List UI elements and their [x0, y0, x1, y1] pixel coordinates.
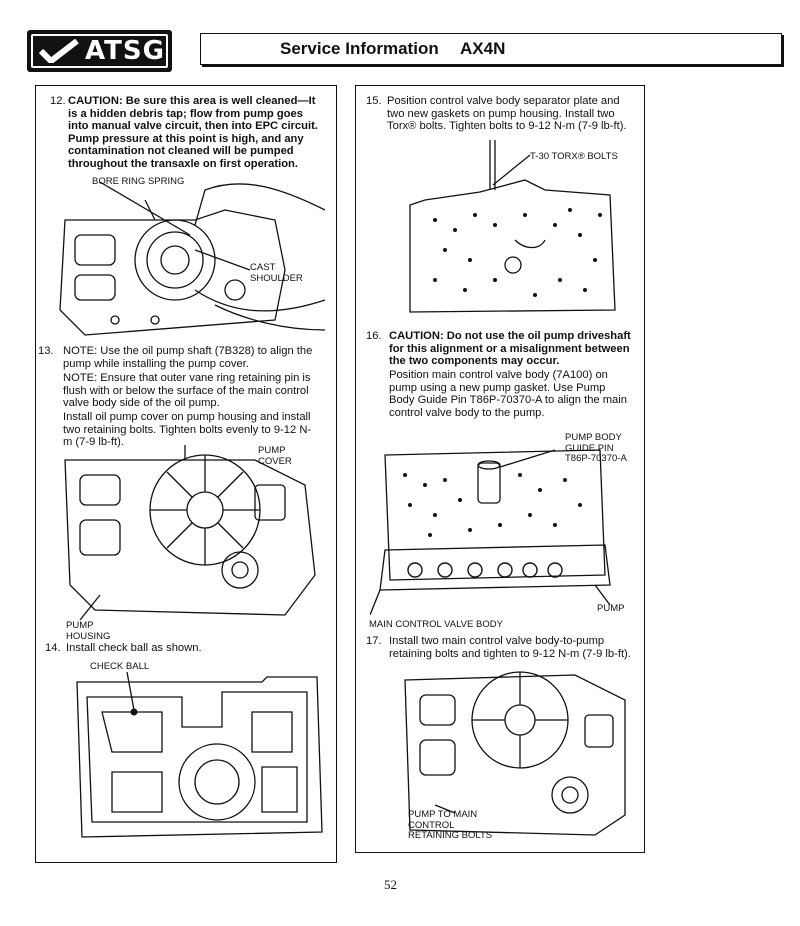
- label-pump-body-guide-pin: PUMP BODY GUIDE PIN T86P-70370-A: [565, 432, 627, 464]
- main-control-valve-figure: [370, 449, 611, 615]
- label-pump-cover: PUMP COVER: [258, 445, 292, 467]
- header-model: AX4N: [460, 39, 506, 58]
- check-mark-icon: [39, 39, 79, 63]
- label-pump-housing: PUMP HOUSING: [66, 620, 111, 642]
- logo-text: ATSG: [85, 36, 165, 66]
- page-number: 52: [384, 877, 397, 892]
- step-13-instruction: Install oil pump cover on pump housing a…: [63, 411, 312, 449]
- atsg-logo: ATSG: [27, 30, 172, 72]
- header-box: [200, 33, 782, 65]
- label-check-ball: CHECK BALL: [90, 661, 150, 672]
- pump-cover-figure: [64, 445, 316, 620]
- label-cast-shoulder: CAST SHOULDER: [250, 262, 303, 284]
- step-12-caution: CAUTION: Be sure this area is well clean…: [68, 95, 318, 170]
- bore-ring-spring-figure: [59, 181, 326, 336]
- check-ball-figure: [76, 672, 323, 838]
- step-15-number: 15.: [366, 95, 382, 107]
- label-torx-bolts: T-30 TORX® BOLTS: [530, 151, 618, 162]
- step-14-text: Install check ball as shown.: [66, 642, 202, 654]
- step-16-text: Position main control valve body (7A100)…: [389, 369, 627, 419]
- step-13-note-2: NOTE: Ensure that outer vane ring retain…: [63, 372, 311, 410]
- step-13-note-1: NOTE: Use the oil pump shaft (7B328) to …: [63, 345, 313, 370]
- step-17-number: 17.: [366, 635, 382, 647]
- step-16-caution: CAUTION: Do not use the oil pump drivesh…: [389, 330, 631, 368]
- step-12-number: 12.: [50, 95, 66, 107]
- header-title: Service Information: [280, 39, 439, 58]
- label-main-control-valve-body: MAIN CONTROL VALVE BODY: [369, 619, 503, 630]
- step-17-text: Install two main control valve body-to-p…: [389, 635, 631, 660]
- retaining-bolts-figure: [404, 671, 626, 836]
- step-13-number: 13.: [38, 345, 54, 357]
- step-15-text: Position control valve body separator pl…: [387, 95, 627, 133]
- label-bore-ring-spring: BORE RING SPRING: [92, 176, 185, 187]
- left-panel: [35, 85, 337, 863]
- label-pump-to-main-control-bolts: PUMP TO MAIN CONTROL RETAINING BOLTS: [408, 809, 493, 841]
- separator-plate-figure: [409, 140, 616, 313]
- step-16-number: 16.: [366, 330, 382, 342]
- label-pump: PUMP: [597, 603, 625, 614]
- right-panel: [355, 85, 645, 853]
- step-14-number: 14.: [45, 642, 61, 654]
